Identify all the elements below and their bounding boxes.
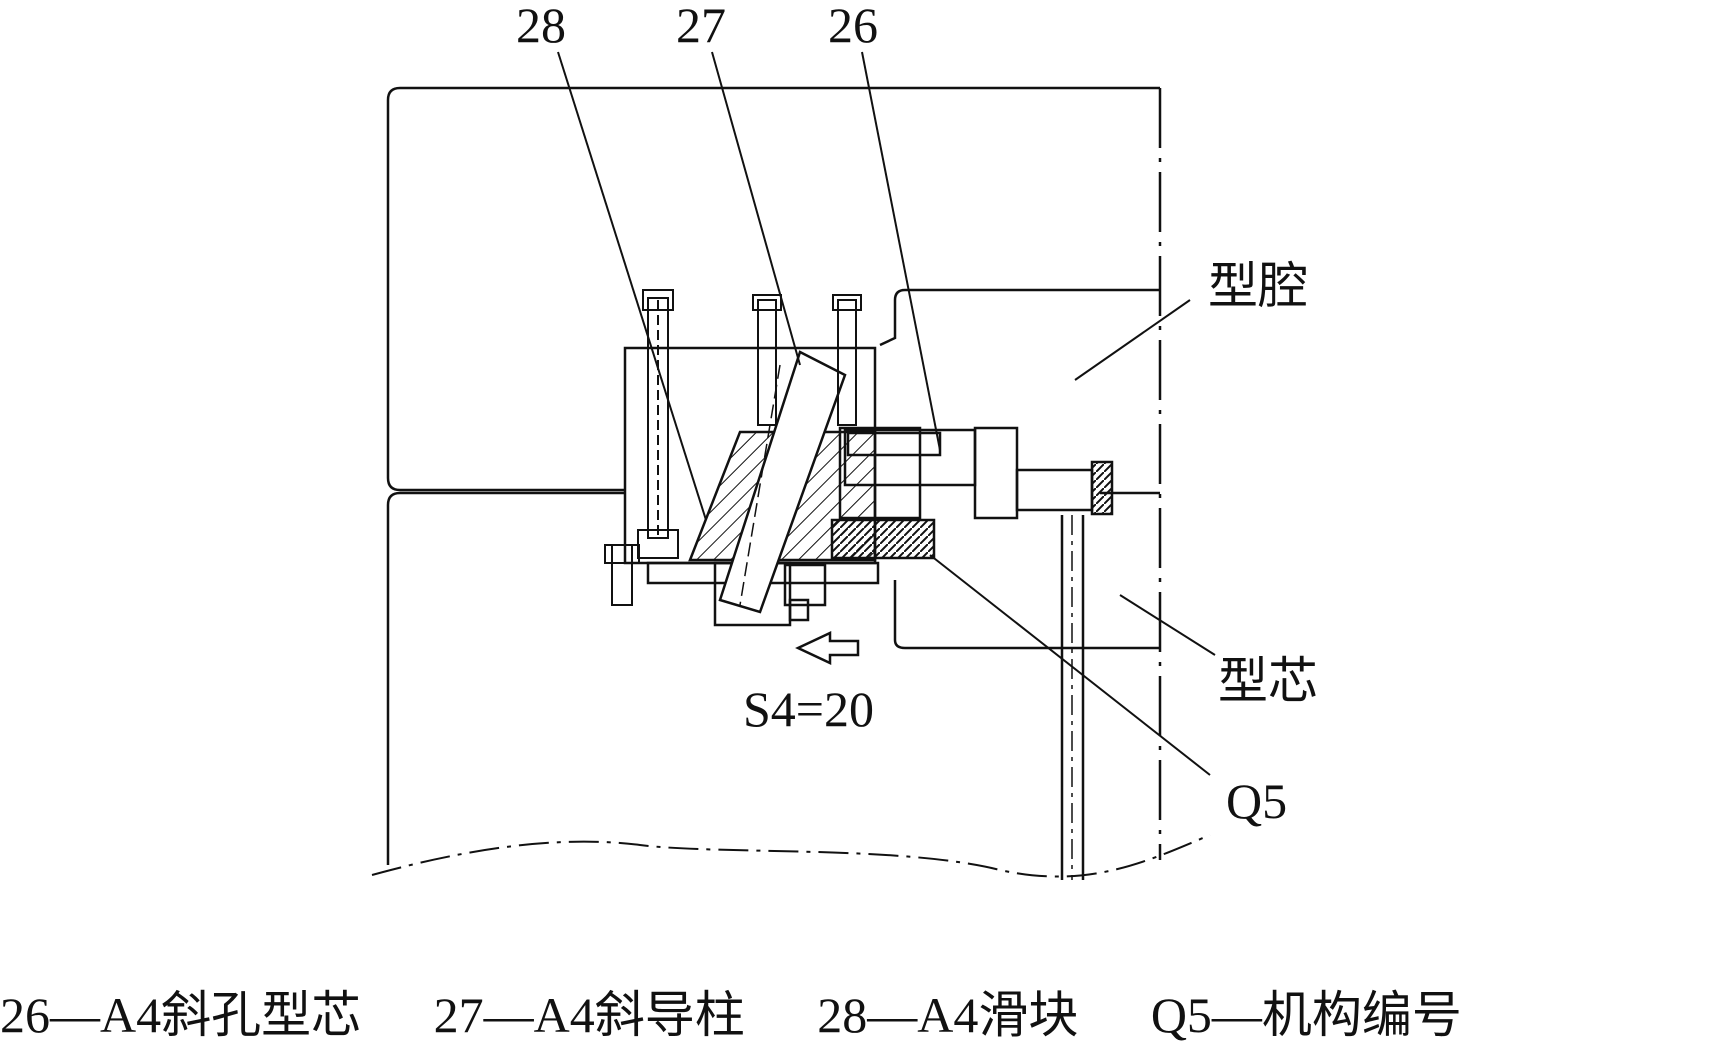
callout-26: 26 [828,0,878,53]
break-line [371,834,1211,878]
caption-item-26: 26—A4斜孔型芯 [0,987,362,1043]
label-stroke: S4=20 [743,681,874,737]
caption: 26—A4斜孔型芯 27—A4斜导柱 28—A4滑块 Q5—机构编号 [0,975,1718,1047]
leader-lines [557,51,1216,776]
angled-guide-pin [718,350,847,614]
label-mechanism-q5: Q5 [1226,773,1287,829]
callout-27: 27 [676,0,726,53]
spring [830,518,936,560]
caption-item-q5: Q5—机构编号 [1150,987,1462,1043]
caption-item-28: 28—A4滑块 [817,987,1079,1043]
inclined-hole-core [838,426,1114,520]
caption-item-27: 27—A4斜导柱 [433,987,745,1043]
push-rod [1060,515,1085,880]
callout-28: 28 [516,0,566,53]
screws [604,289,862,606]
label-cavity: 型腔 [1208,258,1308,314]
stroke-arrow [795,631,860,665]
stop-block [783,563,827,622]
label-core: 型芯 [1218,653,1318,709]
